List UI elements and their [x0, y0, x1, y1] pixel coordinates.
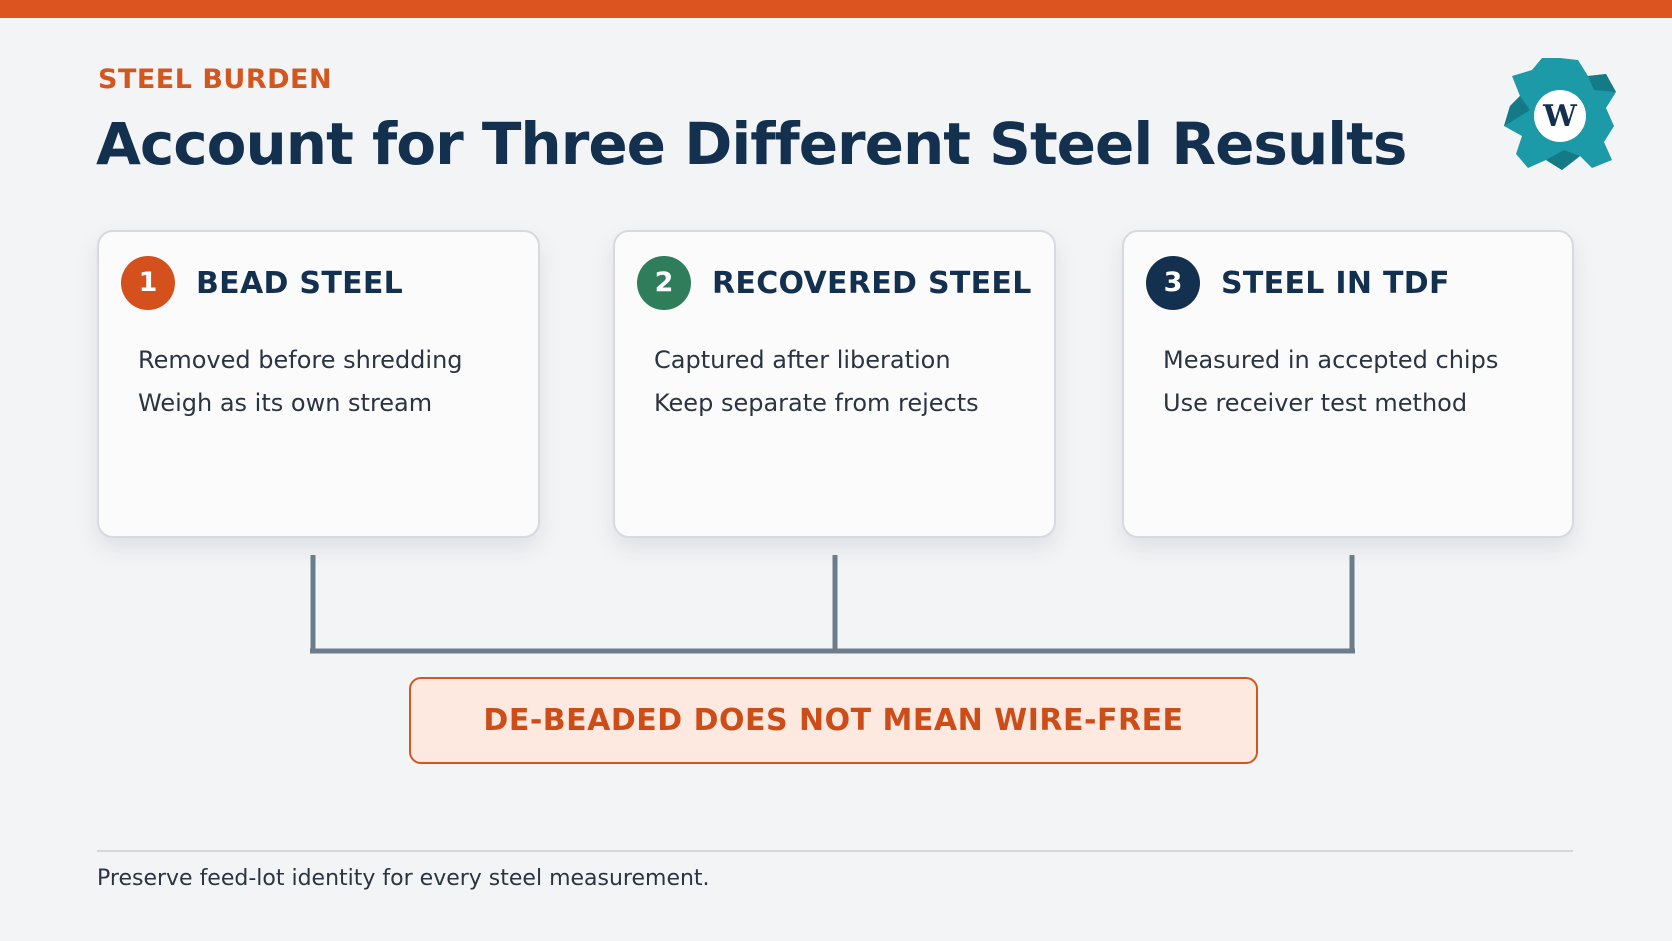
- card-line: Weigh as its own stream: [138, 389, 433, 417]
- card-line: Keep separate from rejects: [654, 389, 979, 417]
- card-title: STEEL IN TDF: [1221, 266, 1450, 301]
- step-number-badge: 2: [637, 256, 691, 310]
- step-number-badge: 1: [121, 256, 175, 310]
- card-line: Measured in accepted chips: [1163, 346, 1499, 374]
- card-steel-in-tdf: 3 STEEL IN TDF Measured in accepted chip…: [1122, 230, 1574, 538]
- card-bead-steel: 1 BEAD STEEL Removed before shredding We…: [97, 230, 540, 538]
- footer-note: Preserve feed-lot identity for every ste…: [97, 866, 710, 891]
- svg-text:W: W: [1542, 99, 1578, 134]
- top-accent-bar: [0, 0, 1672, 18]
- callout-warning: DE-BEADED DOES NOT MEAN WIRE-FREE: [409, 677, 1258, 764]
- card-title: RECOVERED STEEL: [712, 266, 1032, 301]
- card-line: Removed before shredding: [138, 346, 463, 374]
- eyebrow-label: STEEL BURDEN: [98, 64, 333, 95]
- slide-title: Account for Three Different Steel Result…: [96, 110, 1407, 178]
- footer-divider: [97, 850, 1573, 852]
- gear-logo-icon: W: [1504, 58, 1616, 170]
- card-line: Captured after liberation: [654, 346, 951, 374]
- card-line: Use receiver test method: [1163, 389, 1468, 417]
- step-number-badge: 3: [1146, 256, 1200, 310]
- card-recovered-steel: 2 RECOVERED STEEL Captured after liberat…: [613, 230, 1056, 538]
- card-title: BEAD STEEL: [196, 266, 404, 301]
